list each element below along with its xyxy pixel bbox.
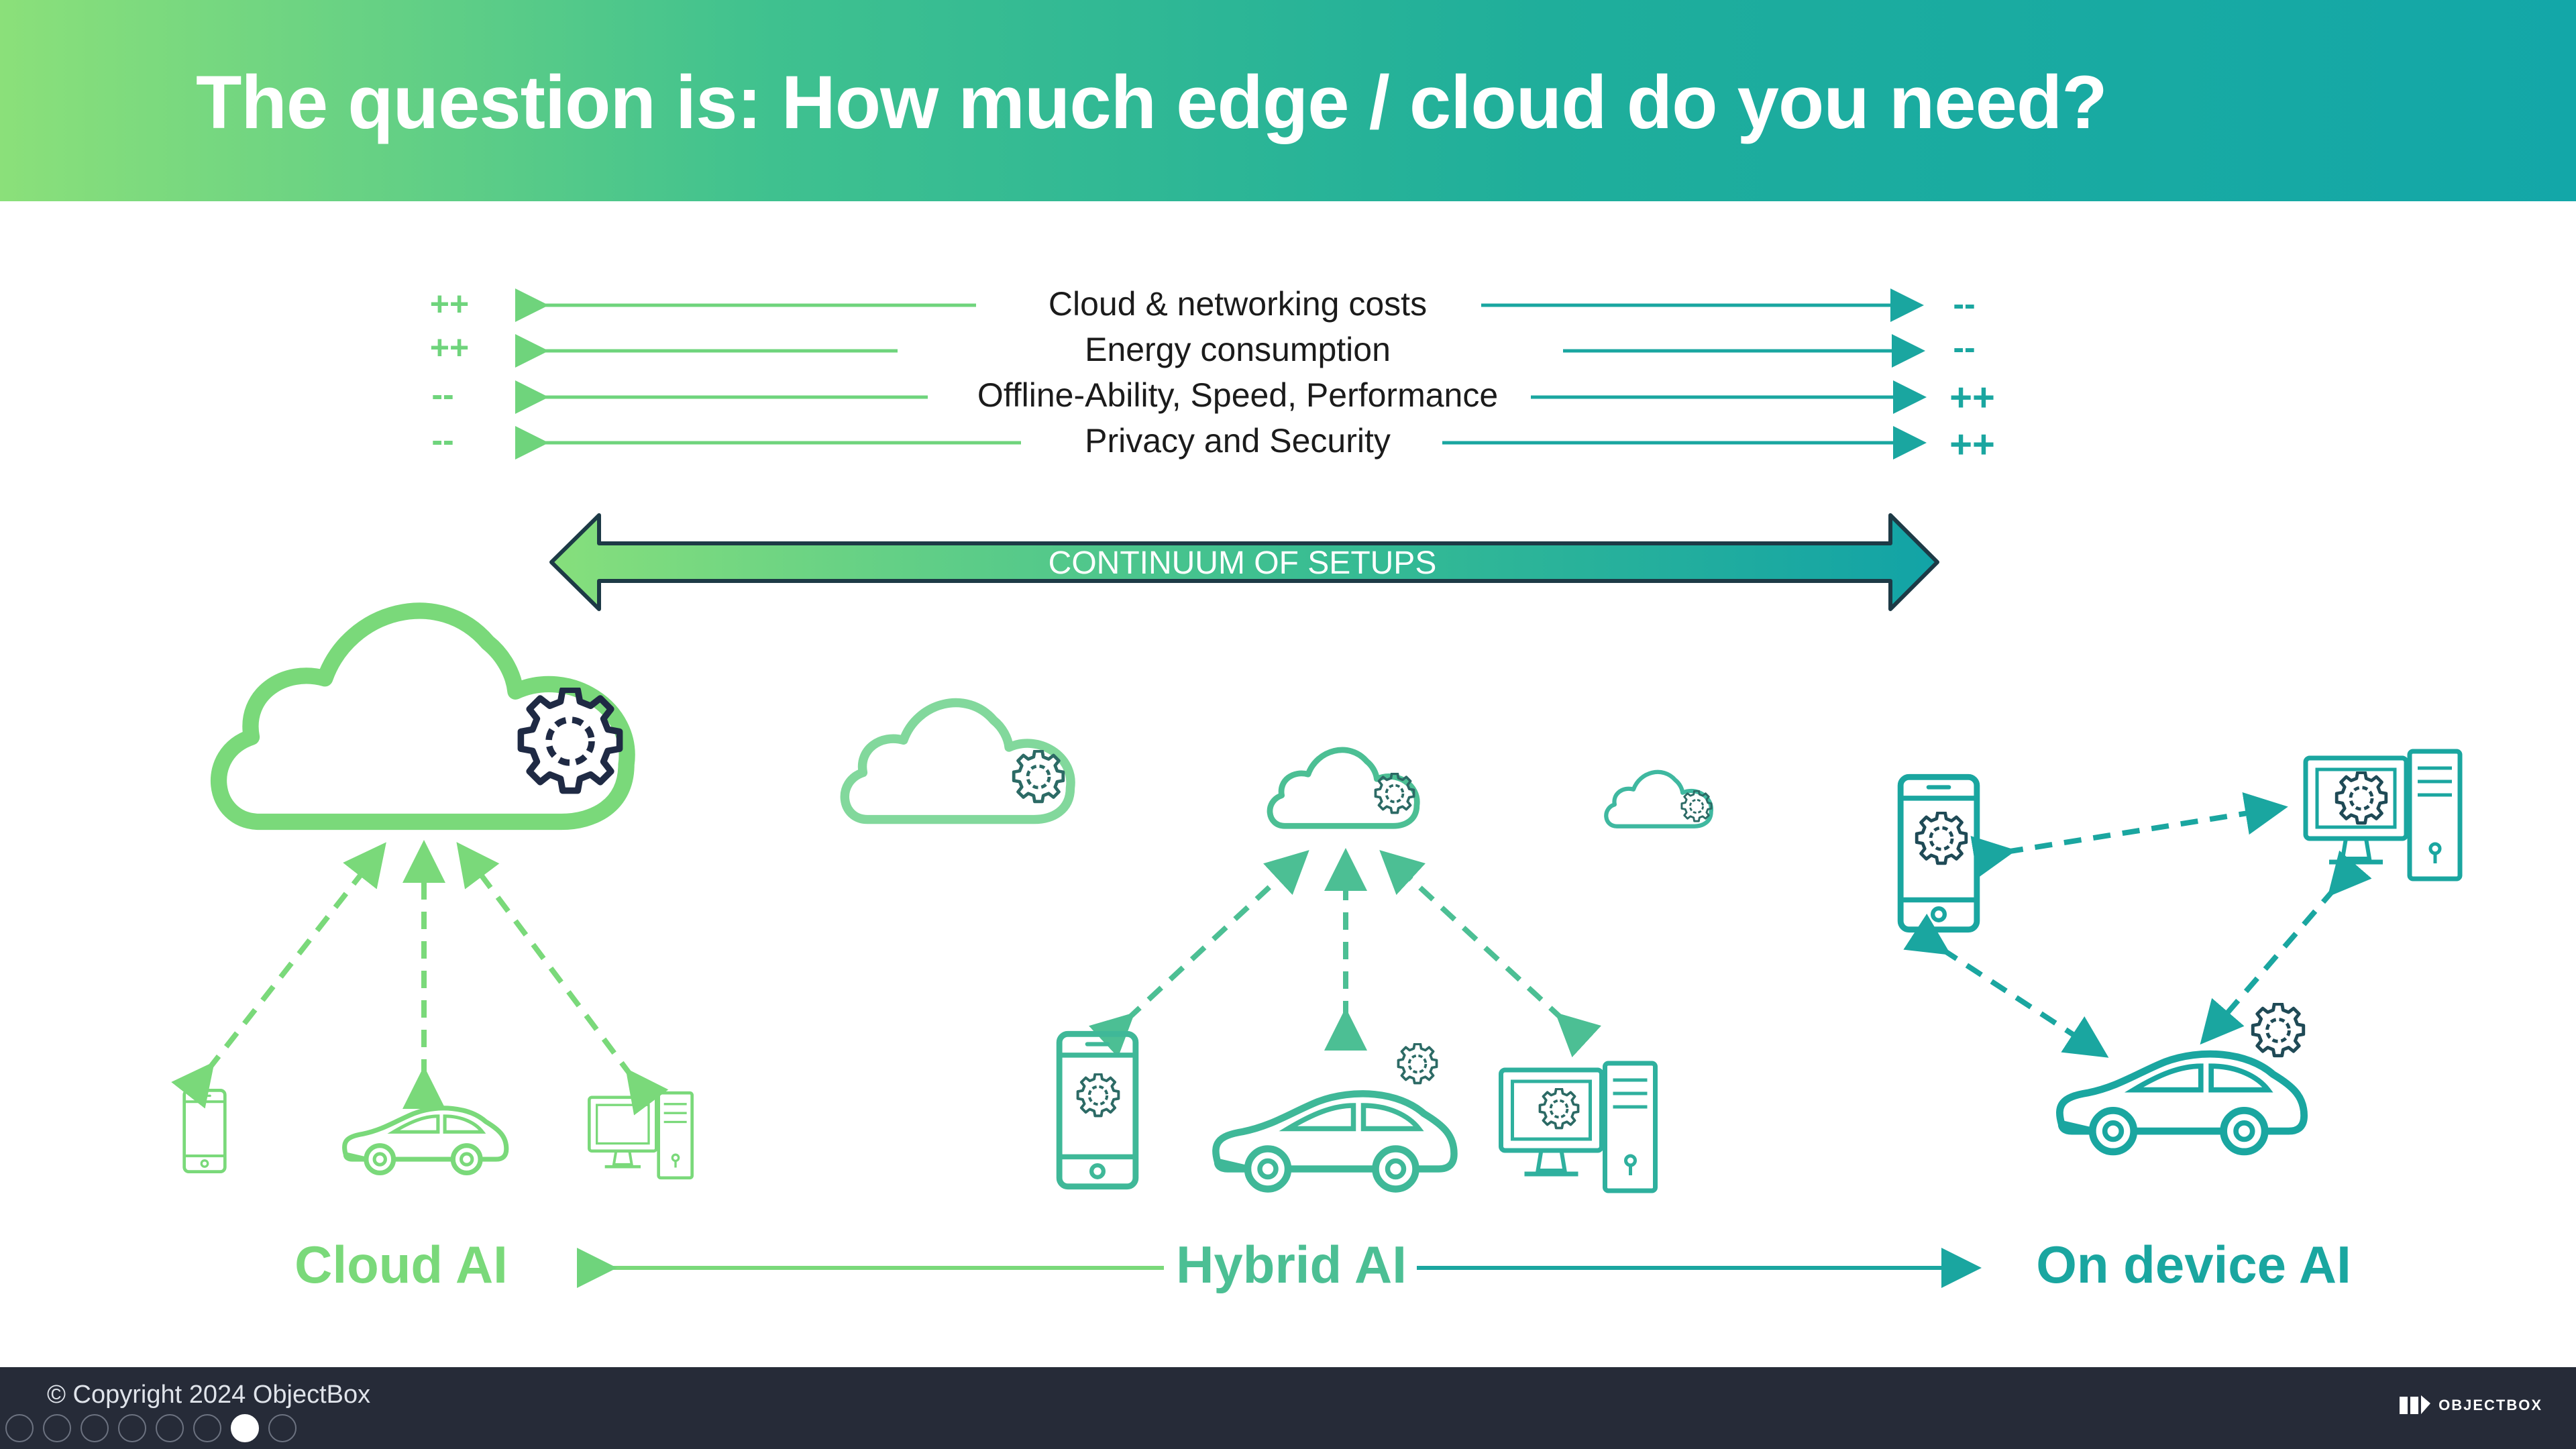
objectbox-logo-icon bbox=[2400, 1395, 2431, 1414]
setups-axis: Cloud AI Hybrid AI On device AI bbox=[294, 1235, 2351, 1294]
more-options-button[interactable] bbox=[268, 1414, 297, 1442]
cloud-icon bbox=[1270, 750, 1417, 826]
row1-label: Cloud & networking costs bbox=[1049, 285, 1427, 323]
subtitles-button[interactable] bbox=[193, 1414, 221, 1442]
gear-icon bbox=[1397, 1043, 1438, 1085]
row3-left-indicator: -- bbox=[431, 376, 453, 413]
desktop-computer-icon bbox=[2306, 751, 2460, 879]
hybrid-ai-group bbox=[1059, 750, 1655, 1191]
gear-icon bbox=[1076, 1073, 1120, 1118]
on-device-ai-group bbox=[1900, 751, 2460, 1152]
row4-label: Privacy and Security bbox=[1085, 422, 1391, 460]
gear-icon bbox=[521, 690, 619, 790]
row1-right-indicator: -- bbox=[1953, 285, 1975, 323]
slides-overview-button[interactable] bbox=[118, 1414, 146, 1442]
pen-tool-button[interactable] bbox=[80, 1414, 109, 1442]
footer: © Copyright 2024 ObjectBox OBJECTBOX bbox=[0, 1367, 2576, 1449]
row1-left-indicator: ++ bbox=[430, 285, 469, 323]
phone-icon bbox=[184, 1090, 225, 1171]
tradeoff-row-2: ++ Energy consumption -- bbox=[430, 329, 1976, 368]
phone-icon bbox=[1059, 1034, 1136, 1186]
cloud-ai-label: Cloud AI bbox=[294, 1235, 508, 1294]
desktop-computer-icon bbox=[1501, 1063, 1656, 1191]
car-icon bbox=[2059, 1054, 2304, 1152]
header-banner: The question is: How much edge / cloud d… bbox=[0, 0, 2576, 201]
previous-slide-button[interactable] bbox=[5, 1414, 34, 1442]
objectbox-logo: OBJECTBOX bbox=[2398, 1394, 2542, 1417]
gear-icon bbox=[1917, 813, 1966, 863]
cloud-ai-group bbox=[171, 610, 692, 1178]
logo-text: OBJECTBOX bbox=[2438, 1397, 2542, 1413]
continuum-label: CONTINUUM OF SETUPS bbox=[1049, 545, 1437, 581]
hybrid-ai-label: Hybrid AI bbox=[1176, 1235, 1407, 1294]
tradeoff-row-3: -- Offline-Ability, Speed, Performance +… bbox=[431, 376, 1995, 419]
zoom-button[interactable] bbox=[156, 1414, 184, 1442]
gear-icon bbox=[1538, 1088, 1580, 1130]
tradeoff-row-1: ++ Cloud & networking costs -- bbox=[430, 285, 1976, 323]
camera-button[interactable] bbox=[231, 1414, 259, 1442]
row2-right-indicator: -- bbox=[1953, 329, 1975, 366]
tradeoff-row-4: -- Privacy and Security ++ bbox=[431, 421, 1995, 466]
copyright-text: © Copyright 2024 ObjectBox bbox=[47, 1381, 371, 1409]
phone-icon bbox=[1900, 777, 1977, 929]
cloud-icon bbox=[1606, 772, 1711, 826]
row3-label: Offline-Ability, Speed, Performance bbox=[977, 376, 1498, 414]
on-device-ai-label: On device AI bbox=[2036, 1235, 2351, 1294]
gear-icon bbox=[2337, 773, 2386, 823]
row4-right-indicator: ++ bbox=[1949, 423, 1995, 466]
row2-label: Energy consumption bbox=[1085, 331, 1391, 368]
presentation-controls bbox=[5, 1414, 297, 1442]
row3-right-indicator: ++ bbox=[1949, 376, 1995, 419]
desktop-computer-icon bbox=[589, 1093, 692, 1178]
edge-cloud-diagram: ++ Cloud & networking costs -- ++ Energy… bbox=[171, 285, 2576, 1294]
gear-icon bbox=[1014, 751, 1063, 802]
row2-left-indicator: ++ bbox=[430, 329, 469, 366]
gear-icon bbox=[1680, 790, 1713, 822]
row4-left-indicator: -- bbox=[431, 421, 453, 459]
car-icon bbox=[1216, 1093, 1454, 1189]
car-icon bbox=[345, 1108, 506, 1173]
gear-icon bbox=[2253, 1004, 2303, 1056]
slide-title: The question is: How much edge / cloud d… bbox=[196, 60, 2108, 144]
next-slide-button[interactable] bbox=[43, 1414, 71, 1442]
continuum-arrow: CONTINUUM OF SETUPS bbox=[549, 513, 1939, 611]
